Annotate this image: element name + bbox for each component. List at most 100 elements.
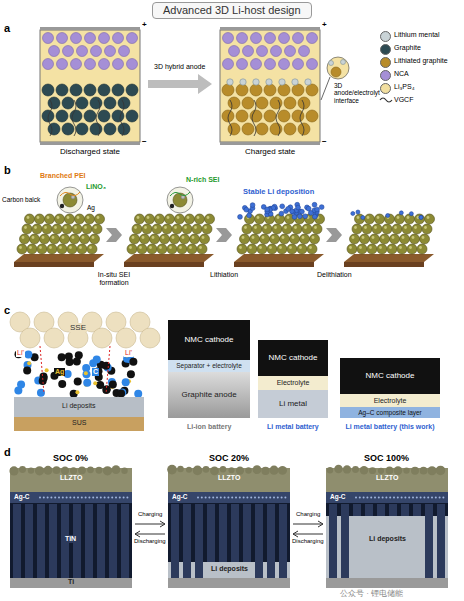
layer-text: Separator + electrolyte <box>176 362 242 369</box>
art-shape <box>284 123 296 135</box>
art-shape <box>73 497 75 499</box>
art-shape <box>134 390 142 398</box>
art-shape <box>239 246 242 249</box>
art-shape <box>135 521 165 527</box>
art-shape <box>43 59 54 70</box>
art-shape <box>172 236 175 239</box>
art-shape <box>362 224 372 234</box>
art-shape <box>307 244 317 254</box>
legend-text: Graphite <box>394 44 421 52</box>
art-shape <box>74 378 82 386</box>
art-shape <box>292 224 302 234</box>
art-shape <box>231 497 233 499</box>
art-shape <box>236 84 248 96</box>
art-shape <box>329 504 337 578</box>
art-shape <box>121 504 129 578</box>
art-shape <box>389 504 397 516</box>
art-shape <box>37 244 47 254</box>
art-shape <box>60 204 64 208</box>
art-shape <box>260 234 270 244</box>
art-shape <box>397 497 399 499</box>
art-shape <box>223 59 234 70</box>
layer-text: Ag–C composite layer <box>358 409 422 416</box>
art-shape <box>312 202 317 207</box>
art-shape <box>105 46 116 57</box>
label: SUS <box>72 419 86 427</box>
art-shape <box>372 224 382 234</box>
art-shape <box>93 355 101 363</box>
art-shape <box>65 352 73 360</box>
art-shape <box>197 497 199 499</box>
art-shape <box>77 497 79 499</box>
art-shape <box>220 27 320 30</box>
art-shape <box>257 244 267 254</box>
art-shape <box>177 244 187 254</box>
label: Li deposits <box>368 535 407 543</box>
legend-text: Li₃PS₄ <box>394 83 415 91</box>
art-shape <box>374 226 377 229</box>
art-shape <box>431 497 433 499</box>
art-shape <box>76 123 88 135</box>
art-shape <box>252 236 255 239</box>
art-shape <box>112 84 124 96</box>
art-shape <box>107 497 109 499</box>
art-shape <box>81 497 83 499</box>
art-shape <box>290 234 300 244</box>
art-shape <box>407 216 410 219</box>
art-shape <box>195 504 203 578</box>
art-shape <box>64 226 67 229</box>
art-shape <box>379 246 382 249</box>
art-shape <box>24 226 27 229</box>
label: 3D anode/electrolyt interface <box>334 82 376 104</box>
art-shape <box>23 367 31 375</box>
art-shape <box>293 33 304 44</box>
art-shape <box>223 33 234 44</box>
label: Stable Li deposition <box>243 188 314 197</box>
art-shape <box>134 226 137 229</box>
art-shape <box>269 497 271 499</box>
art-shape <box>170 234 180 244</box>
art-shape <box>43 33 54 44</box>
art-shape <box>60 234 70 244</box>
art-shape <box>306 110 318 122</box>
art-shape <box>244 207 249 212</box>
art-shape <box>147 216 150 219</box>
art-shape <box>119 46 130 57</box>
art-shape <box>49 504 57 578</box>
art-shape <box>14 417 144 431</box>
art-shape <box>252 224 262 234</box>
art-shape <box>56 110 68 122</box>
art-shape <box>152 236 155 239</box>
art-shape <box>32 224 42 234</box>
art-shape <box>42 236 45 239</box>
art-shape <box>242 236 245 239</box>
art-shape <box>91 46 102 57</box>
art-shape <box>140 234 150 244</box>
art-shape <box>167 244 177 254</box>
art-shape <box>394 226 397 229</box>
art-shape <box>326 503 448 578</box>
art-shape <box>299 246 302 249</box>
art-shape <box>237 244 247 254</box>
art-shape <box>341 504 349 578</box>
art-shape <box>279 79 285 85</box>
stack-layer: Ag–C composite layer <box>340 407 440 418</box>
art-shape <box>300 234 310 244</box>
art-shape <box>228 97 240 109</box>
art-shape <box>253 465 262 474</box>
label: Discharged state <box>60 147 120 156</box>
art-shape <box>124 262 204 267</box>
art-shape <box>419 215 423 219</box>
art-shape <box>289 246 292 249</box>
art-shape <box>319 205 324 210</box>
art-shape <box>142 236 145 239</box>
label: Charging <box>138 511 162 518</box>
art-shape <box>109 381 117 389</box>
art-shape <box>90 234 100 244</box>
label: Ag <box>86 204 96 211</box>
label: Li deposits <box>62 402 95 410</box>
art-shape <box>278 466 287 475</box>
art-shape <box>264 226 267 229</box>
art-shape <box>44 466 53 475</box>
art-shape <box>85 33 96 44</box>
